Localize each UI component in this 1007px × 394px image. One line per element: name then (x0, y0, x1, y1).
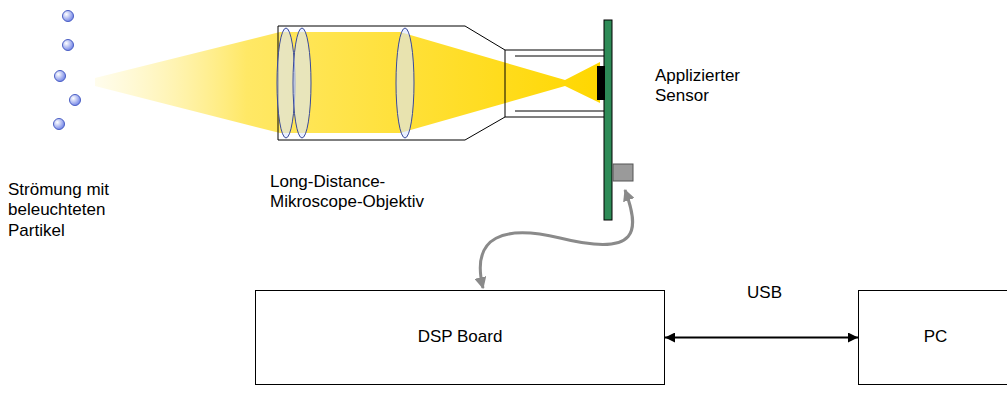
light-beam (95, 32, 600, 133)
cable (480, 190, 632, 288)
annotation-label: Strömung mit beleuchteten Partikel (8, 180, 120, 241)
annotation-label: Applizierter Sensor (655, 66, 767, 107)
annotation-label: Long-Distance-Mikroscope-Objektiv (270, 172, 448, 213)
box-label: DSP Board (418, 327, 503, 347)
process-box: DSP Board (255, 290, 665, 385)
edge-label: USB (744, 283, 785, 303)
sensor-board (604, 20, 612, 220)
objective-barrel (278, 26, 605, 140)
usb-arrow (665, 337, 858, 339)
particles (54, 11, 81, 130)
connector (613, 164, 633, 181)
process-box: PC (858, 290, 1007, 385)
box-label: PC (924, 327, 948, 347)
lenses (277, 28, 414, 138)
sensor-chip (597, 66, 605, 100)
